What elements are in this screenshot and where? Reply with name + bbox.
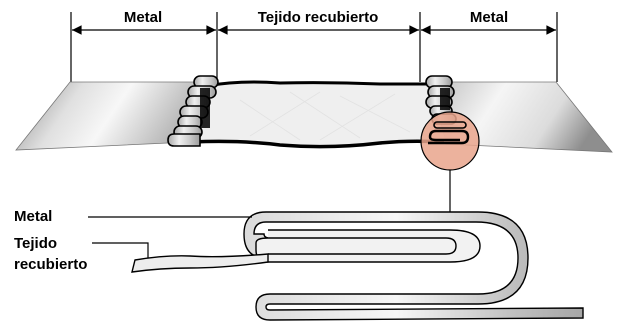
callout-fabric-label-line2: recubierto [14, 256, 88, 273]
leader-fabric [92, 242, 149, 258]
label-metal-right: Metal [467, 9, 511, 26]
label-coated-fabric: Tejido recubierto [255, 9, 381, 26]
enlarged-fabric-tail [131, 253, 269, 273]
dimension-lines [70, 12, 558, 82]
left-seam-stack [167, 75, 219, 147]
enlarged-metal-fold [243, 211, 584, 321]
magnified-fold [428, 129, 470, 145]
callout-fabric-label-line1: Tejido [14, 235, 58, 252]
callout-metal-label: Metal [14, 208, 53, 225]
coated-fabric [198, 82, 446, 147]
label-metal-left: Metal [121, 9, 165, 26]
enlarged-fabric-fold [255, 229, 481, 263]
